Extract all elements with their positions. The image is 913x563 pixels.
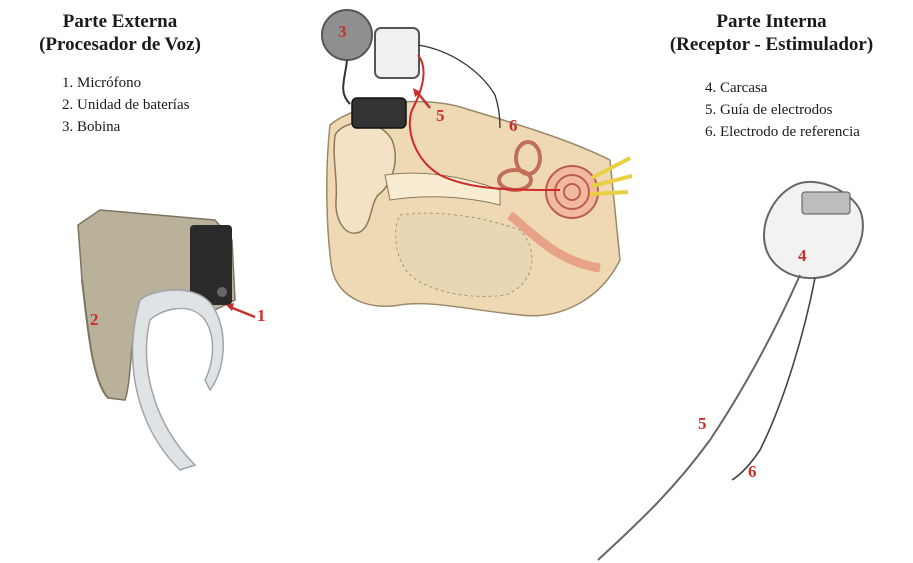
internal-title: Parte Interna (Receptor - Estimulador) <box>630 10 913 56</box>
callout-6-device: 6 <box>748 462 757 482</box>
speech-processor-illustration <box>78 210 255 470</box>
microphone-port <box>217 287 227 297</box>
earhook <box>133 290 224 470</box>
receiver-stimulator <box>375 28 419 78</box>
callout-4: 4 <box>798 246 807 266</box>
callout-3: 3 <box>338 22 347 42</box>
callout-2: 2 <box>90 310 99 330</box>
implant-illustration <box>598 182 863 560</box>
list-item: 1. Micrófono <box>62 72 189 94</box>
processor-behind-ear <box>352 98 406 128</box>
internal-title-line2: (Receptor - Estimulador) <box>630 33 913 56</box>
coil-disc <box>322 10 372 60</box>
coil-cable <box>343 60 350 104</box>
arrow-1 <box>230 307 255 317</box>
list-item: 5. Guía de electrodos <box>705 99 860 121</box>
reference-electrode <box>732 278 815 480</box>
magnet-grid <box>802 192 850 214</box>
internal-parts-list: 4. Carcasa 5. Guía de electrodos 6. Elec… <box>705 77 860 143</box>
list-item: 2. Unidad de baterías <box>62 94 189 116</box>
internal-title-line1: Parte Interna <box>630 10 913 33</box>
list-item: 6. Electrodo de referencia <box>705 121 860 143</box>
external-title: Parte Externa (Procesador de Voz) <box>0 10 240 56</box>
callout-5-device: 5 <box>698 414 707 434</box>
list-item: 4. Carcasa <box>705 77 860 99</box>
external-parts-list: 1. Micrófono 2. Unidad de baterías 3. Bo… <box>62 72 189 138</box>
callout-5-ear: 5 <box>436 106 445 126</box>
list-item: 3. Bobina <box>62 116 189 138</box>
external-title-line2: (Procesador de Voz) <box>0 33 240 56</box>
callout-1: 1 <box>257 306 266 326</box>
external-title-line1: Parte Externa <box>0 10 240 33</box>
callout-6-ear: 6 <box>509 116 518 136</box>
ear-anatomy-illustration <box>322 10 632 316</box>
